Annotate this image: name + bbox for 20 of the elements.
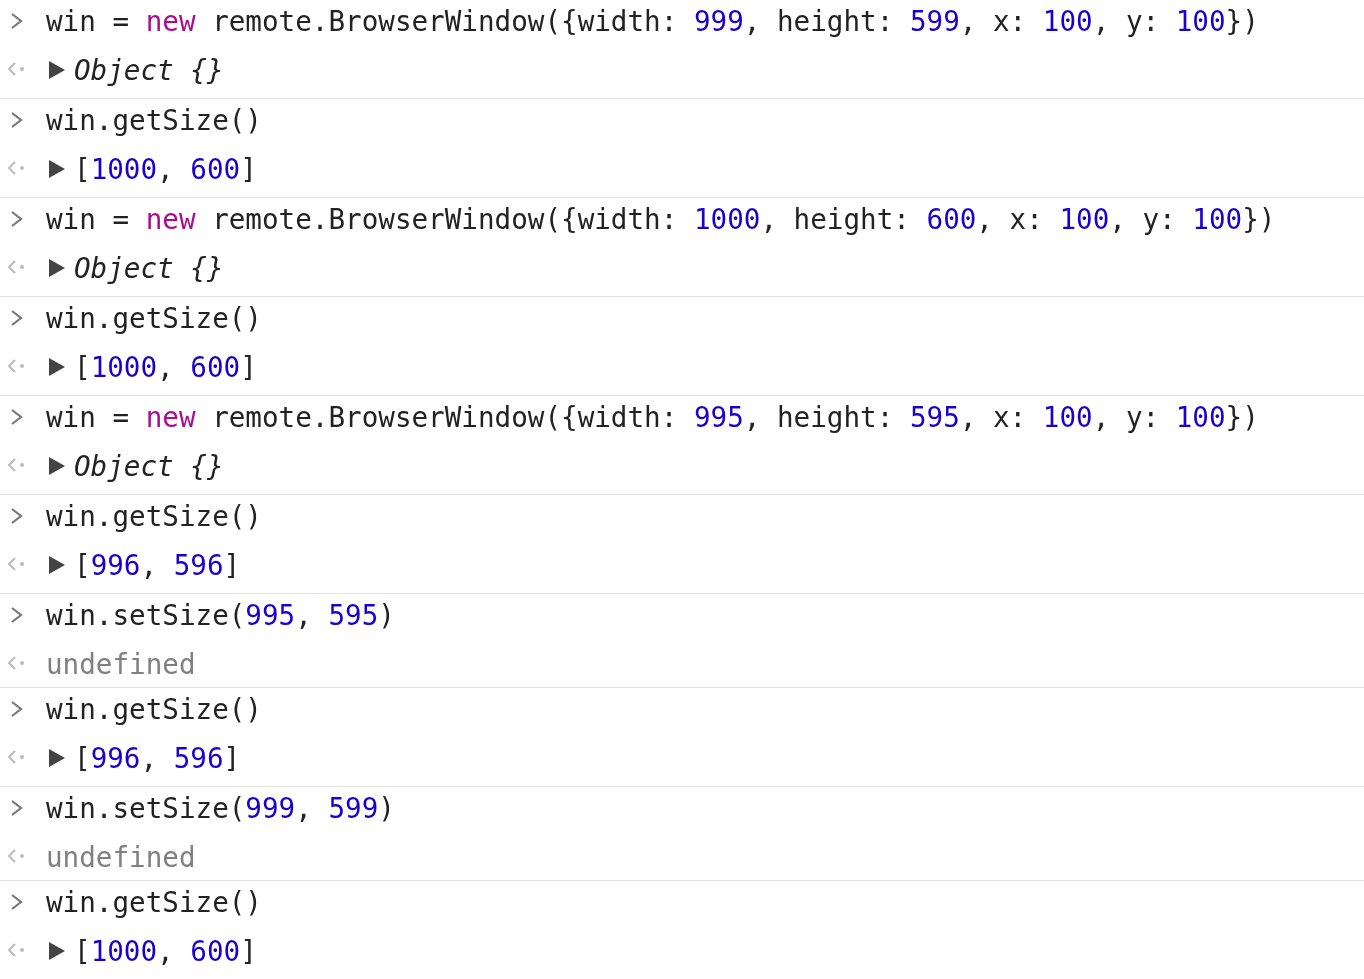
- code-line: win.getSize(): [46, 692, 262, 728]
- console-output: [1000, 600]: [74, 934, 257, 970]
- console-output: undefined: [46, 840, 196, 876]
- console-output: Object {}: [74, 251, 224, 287]
- code-line: win = new remote.BrowserWindow({width: 995, height: 595, x: 100, y: 100}): [46, 400, 1259, 436]
- code-line: win.getSize(): [46, 885, 262, 921]
- code-line: win = new remote.BrowserWindow({width: 999, height: 599, x: 100, y: 100}): [46, 4, 1259, 40]
- code-line: win.getSize(): [46, 301, 262, 337]
- console-output: [996, 596]: [74, 548, 241, 584]
- console-output: [1000, 600]: [74, 350, 257, 386]
- code-line: win.getSize(): [46, 103, 262, 139]
- console-output: undefined: [46, 647, 196, 683]
- console-output: [1000, 600]: [74, 152, 257, 188]
- code-line: win.getSize(): [46, 499, 262, 535]
- code-line: win.setSize(999, 599): [46, 791, 395, 827]
- code-line: win = new remote.BrowserWindow({width: 1000, height: 600, x: 100, y: 100}): [46, 202, 1276, 238]
- console-output: Object {}: [74, 53, 224, 89]
- console-output: [996, 596]: [74, 741, 241, 777]
- console-output: Object {}: [74, 449, 224, 485]
- code-line: win.setSize(995, 595): [46, 598, 395, 634]
